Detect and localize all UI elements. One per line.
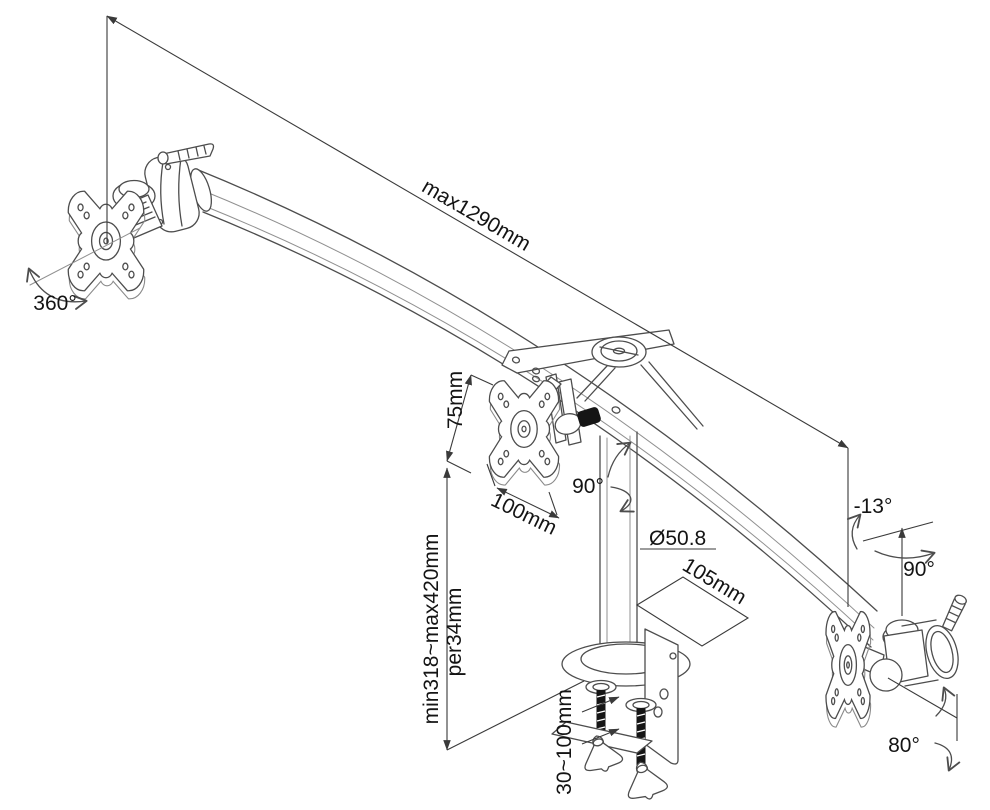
tilt-down-leader: [887, 677, 958, 719]
pole-swivel-arrow-down: [610, 486, 635, 513]
label-tilt-up: -13°: [854, 495, 893, 518]
label-tilt-down: 80°: [888, 734, 920, 757]
label-pole-swivel: 90°: [572, 475, 604, 498]
clamp-screw[interactable]: [625, 697, 657, 767]
pole: [599, 431, 638, 651]
clamp-depth-outline: [635, 576, 750, 647]
clamp-range-leader: [581, 696, 620, 713]
clamp-jaw: [551, 721, 653, 754]
max-width-dimension: [106, 15, 849, 449]
labels: max1290mm 360° 75mm 100mm 90° Ø50.8 105m…: [33, 175, 935, 795]
clamp-range-leader: [581, 728, 620, 745]
label-arm-max-width: max1290mm: [418, 175, 534, 256]
left-tension-lever[interactable]: [157, 143, 215, 165]
tilt-down-arrow-down: [934, 742, 961, 772]
mount-bracket-plate: [501, 329, 675, 374]
label-head-swivel: 90°: [903, 558, 935, 581]
label-clamp-range: 30~100mm: [553, 689, 576, 795]
wing-knob[interactable]: [621, 757, 670, 804]
label-pole-diameter: Ø50.8: [649, 527, 706, 550]
vesa-100-dimension: [496, 487, 560, 519]
wing-knob[interactable]: [578, 731, 625, 776]
right-tension-lever[interactable]: [941, 594, 968, 632]
right-monitor-mount: [808, 571, 968, 768]
clamp-bracket: [644, 628, 679, 765]
vesa-75-dimension: [446, 374, 472, 462]
label-vesa-height: 75mm: [444, 371, 467, 429]
dimension-lines: [106, 15, 958, 751]
label-left-rotation: 360°: [33, 292, 76, 315]
tilt-down-arrow-up: [935, 686, 956, 717]
ball-joint: [869, 658, 903, 692]
clamp-screw[interactable]: [585, 679, 617, 741]
rotate-360-arrow: [26, 267, 88, 310]
height-range-leader: [446, 680, 585, 751]
pole-top-knob[interactable]: [591, 336, 647, 368]
rotation-arrows: [26, 227, 961, 772]
head-swivel-arrow: [874, 549, 936, 564]
desk-clamp: [551, 628, 691, 804]
housing-end-cap: [925, 624, 959, 680]
label-vesa-width: 100mm: [487, 488, 560, 539]
tilt-reference-line: [862, 521, 934, 542]
label-height-range: min318~max420mm: [420, 534, 443, 725]
label-height-step: per34mm: [443, 588, 466, 677]
tilt-up-arrow: [846, 513, 862, 550]
pole-swivel-arrow-up: [607, 441, 632, 478]
